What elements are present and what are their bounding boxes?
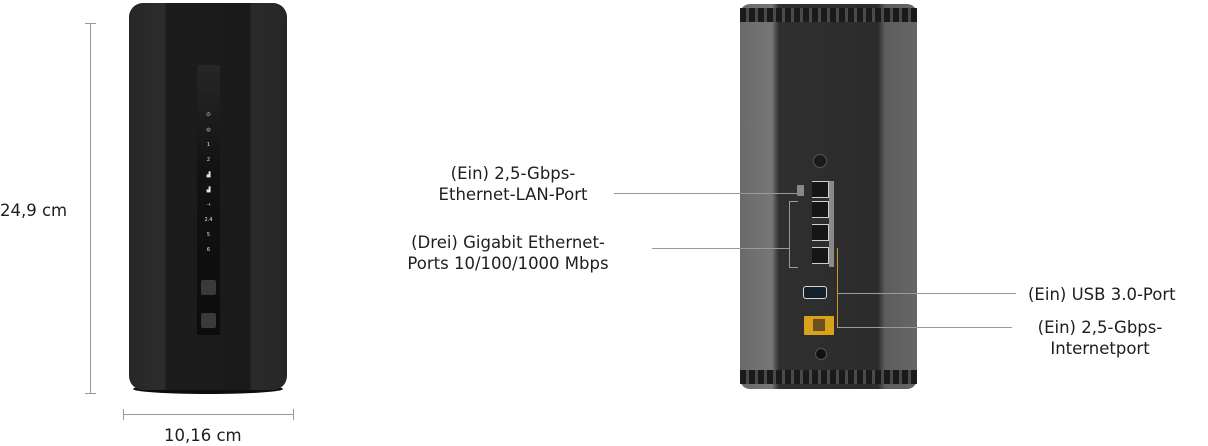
lan-2-5g-indicator	[797, 185, 804, 196]
bracket-gigabit-top	[789, 201, 798, 202]
width-dimension-cap-right	[293, 409, 294, 420]
bottom-vent	[740, 370, 917, 384]
power-icon: ⏻	[206, 112, 211, 118]
usb-icon: ⇢	[206, 202, 211, 208]
leader-line-gigabit	[652, 248, 789, 249]
wifi-6ghz-icon: 6	[206, 247, 211, 253]
lan-2-icon: 2	[206, 157, 211, 163]
lan-1-icon: 1	[206, 142, 211, 148]
leader-line-internet	[838, 327, 1012, 328]
gigabit-port-2	[812, 224, 829, 241]
wifi-2-4ghz-icon: 2.4	[204, 217, 213, 223]
port-label-strip	[829, 181, 834, 267]
bracket-gigabit-bottom	[789, 267, 798, 268]
gigabit-port-1	[812, 201, 829, 218]
usb-3-port	[803, 286, 827, 299]
gigabit-port-3	[812, 247, 829, 264]
height-dimension-line	[90, 23, 91, 393]
width-dimension-line	[123, 414, 293, 415]
reset-button[interactable]	[813, 154, 827, 168]
port-accent-line	[837, 248, 838, 328]
callout-internet-line1: (Ein) 2,5-Gbps-	[1037, 318, 1163, 337]
ethernet-icon: ▟	[206, 172, 211, 178]
height-dimension-cap-top	[85, 23, 96, 24]
callout-gigabit-line2: Ports 10/100/1000 Mbps	[407, 254, 609, 273]
lan-2-5g-port	[812, 181, 829, 198]
callout-gigabit-line1: (Drei) Gigabit Ethernet-	[411, 233, 605, 252]
ethernet-icon: ▟	[206, 187, 211, 193]
height-label: 24,9 cm	[0, 201, 68, 220]
callout-lan-2-5g-line2: Ethernet-LAN-Port	[438, 185, 588, 204]
callout-internet-line2: Internetport	[1050, 339, 1150, 358]
callout-internet-port: (Ein) 2,5-Gbps- Internetport	[1020, 317, 1180, 359]
internet-port	[804, 316, 834, 335]
leader-line-usb	[838, 293, 1016, 294]
height-dimension-cap-bottom	[85, 393, 96, 394]
wifi-button[interactable]	[201, 280, 216, 295]
power-jack	[815, 348, 827, 360]
callout-lan-2-5g-line1: (Ein) 2,5-Gbps-	[450, 164, 576, 183]
callout-gigabit-ports: (Drei) Gigabit Ethernet- Ports 10/100/10…	[380, 232, 636, 274]
leader-line-lan-2-5g	[614, 193, 797, 194]
width-label: 10,16 cm	[164, 426, 242, 445]
front-led-panel: ⏻ ◎ 1 2 ▟ ▟ ⇢ 2.4 5 6	[197, 65, 220, 335]
width-dimension-cap-left	[123, 409, 124, 420]
bracket-gigabit-vertical	[789, 201, 790, 268]
callout-usb: (Ein) USB 3.0-Port	[1028, 285, 1176, 304]
internet-icon: ◎	[206, 127, 211, 133]
top-vent	[740, 8, 917, 22]
wifi-5ghz-icon: 5	[206, 232, 211, 238]
callout-lan-2-5g: (Ein) 2,5-Gbps- Ethernet-LAN-Port	[418, 163, 608, 205]
wps-button[interactable]	[201, 313, 216, 328]
